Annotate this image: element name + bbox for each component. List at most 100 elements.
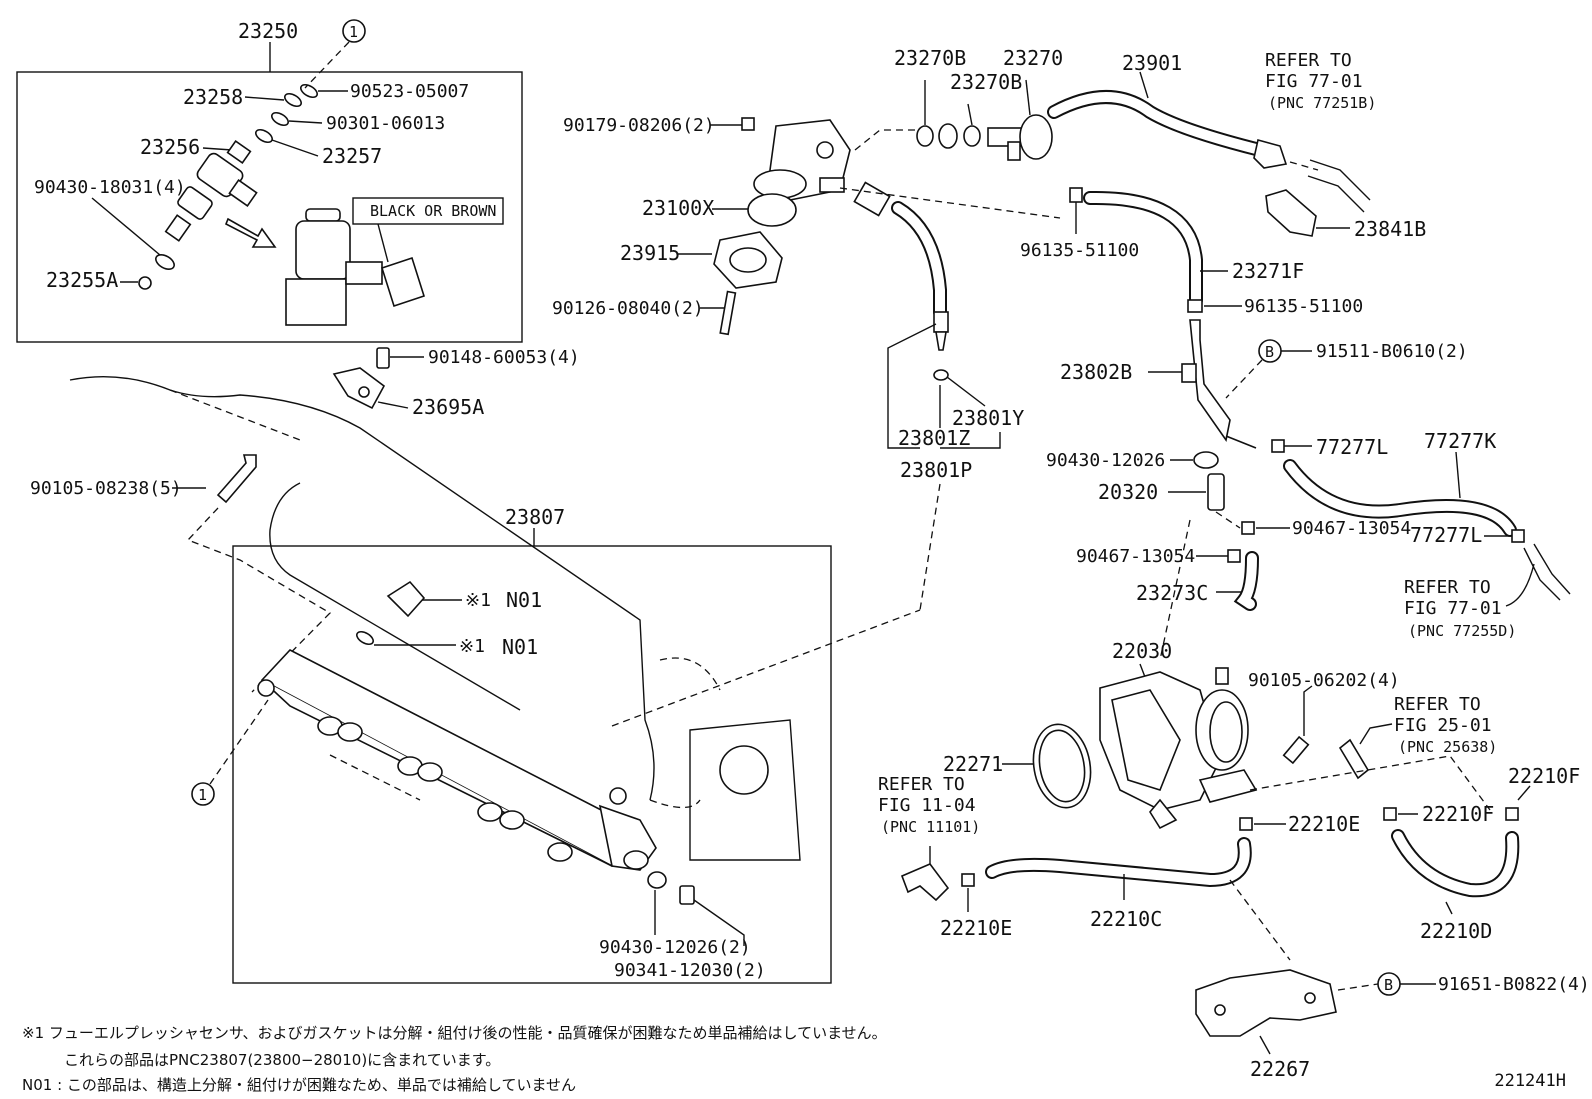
direction-arrow <box>224 217 277 248</box>
label-90179: 90179-08206(2) <box>563 115 715 136</box>
refer-77255D-line2: FIG 77-01 <box>1404 598 1502 619</box>
label-90430-18031: 90430-18031(4) <box>34 177 186 198</box>
label-90126: 90126-08040(2) <box>552 298 704 319</box>
label-77277K: 77277K <box>1424 429 1496 453</box>
throttle-body-22030 <box>1099 667 1258 830</box>
label-23841B: 23841B <box>1354 217 1426 241</box>
o-ring-90301 <box>271 111 289 127</box>
footnote-n01: N01 : この部品は、構造上分解・組付けが困難なため、単品では補給していません <box>22 1076 577 1094</box>
label-23271F: 23271F <box>1232 259 1304 283</box>
label-23901: 23901 <box>1122 51 1182 75</box>
label-23100X: 23100X <box>642 196 714 220</box>
label-23801Z: 23801Z <box>898 426 970 450</box>
label-23270: 23270 <box>1003 46 1063 70</box>
fuel-pressure-sensor <box>386 580 426 618</box>
o-ring-23270B-1 <box>916 125 934 147</box>
label-23807: 23807 <box>505 505 565 529</box>
label-23801P: 23801P <box>900 458 972 482</box>
label-23270B-top: 23270B <box>894 46 966 70</box>
refer-11101-line2: FIG 11-04 <box>878 795 976 816</box>
refer-25638-line2: FIG 25-01 <box>1394 715 1492 736</box>
label-22271: 22271 <box>943 752 1003 776</box>
injector-detail <box>285 208 425 326</box>
reference-circle-b-upper-text: B <box>1265 343 1274 361</box>
intake-manifold-outline <box>69 375 655 801</box>
label-23255A: 23255A <box>46 268 118 292</box>
gasket-22271 <box>1032 723 1092 809</box>
hose-fitting-23901 <box>1253 139 1288 169</box>
refer-25638-line1: REFER TO <box>1394 694 1481 715</box>
gasket-90430-12026 <box>647 871 667 889</box>
clip-77277L-upper <box>1271 439 1285 453</box>
o-ring-90523 <box>300 83 318 99</box>
o-ring-23270B-2 <box>963 125 981 147</box>
ref-pipe-25638 <box>1338 738 1370 780</box>
label-90341: 90341-12030(2) <box>614 960 766 981</box>
label-23250: 23250 <box>238 19 298 43</box>
clip-23255A <box>138 276 152 290</box>
bolt-90105-06202 <box>1282 735 1310 765</box>
label-n01-gasket: N01 <box>502 635 538 659</box>
nut-90179 <box>741 117 755 131</box>
label-23258: 23258 <box>183 85 243 109</box>
pressure-regulator-23270 <box>987 114 1053 161</box>
bolt-90105-08238 <box>216 454 257 504</box>
label-90105-06202: 90105-06202(4) <box>1248 670 1400 691</box>
refer-11101-line3: (PNC 11101) <box>881 818 980 836</box>
refer-77251B-line2: FIG 77-01 <box>1265 71 1363 92</box>
ref-pipe-11101 <box>900 863 950 902</box>
clip-90467-lower <box>1227 549 1241 563</box>
bolt-90341 <box>679 885 695 905</box>
fuel-rail-box <box>232 545 832 984</box>
footnote-2: これらの部品はPNC23807(23800−28010)に含まれています。 <box>64 1051 501 1069</box>
pump-gasket-23915 <box>713 231 783 289</box>
clip-90467-upper <box>1241 521 1255 535</box>
label-90105-08238: 90105-08238(5) <box>30 478 182 499</box>
label-20320: 20320 <box>1098 480 1158 504</box>
asterisk-mark-2: ※1 <box>459 636 485 657</box>
fuel-rail <box>257 649 657 871</box>
stud-90126 <box>719 290 737 336</box>
refer-77255D-line3: (PNC 77255D) <box>1408 622 1516 640</box>
reference-circle-1-lower <box>191 782 215 806</box>
reference-circle-1-lower-text: 1 <box>198 786 207 804</box>
fuel-line-ref-77251B <box>1307 159 1371 213</box>
label-23257: 23257 <box>322 144 382 168</box>
label-22267: 22267 <box>1250 1057 1310 1081</box>
label-22210F-right: 22210F <box>1508 764 1580 788</box>
fuel-line-ref-77255D <box>1523 543 1571 601</box>
label-90523: 90523-05007 <box>350 81 469 102</box>
clip-22210F-right <box>1505 807 1519 821</box>
clip-96135-upper <box>1069 187 1083 203</box>
label-23802B: 23802B <box>1060 360 1132 384</box>
o-ring-90430-18031 <box>155 253 175 271</box>
label-22210C: 22210C <box>1090 907 1162 931</box>
clip-22210E-left <box>961 873 975 887</box>
label-91651: 91651-B0822(4) <box>1438 974 1590 995</box>
label-90430-12026-single: 90430-12026 <box>1046 450 1165 471</box>
collar-23270B <box>938 123 958 149</box>
clip-22210E-right <box>1239 817 1253 831</box>
black-or-brown-note: BLACK OR BROWN <box>370 202 496 220</box>
label-90467-lower: 90467-13054 <box>1076 546 1195 567</box>
fuel-pump-23100X <box>747 119 851 227</box>
gasket-90430-12026-single <box>1193 451 1219 469</box>
footnote-1: ※1 フューエルプレッシャセンサ、およびガスケットは分解・組付け後の性能・品質確… <box>22 1024 887 1042</box>
refer-77251B-line1: REFER TO <box>1265 50 1352 71</box>
label-n01-sensor: N01 <box>506 588 542 612</box>
line-fitting <box>853 181 891 217</box>
reference-circle-b-lower-text: B <box>1384 976 1393 994</box>
label-22210F-left: 22210F <box>1422 802 1494 826</box>
label-23270B-mid: 23270B <box>950 70 1022 94</box>
clip-77277L-lower <box>1511 529 1525 543</box>
label-96135-lower: 96135-51100 <box>1244 296 1363 317</box>
refer-11101-line1: REFER TO <box>878 774 965 795</box>
refer-25638-line3: (PNC 25638) <box>1398 738 1497 756</box>
label-91511: 91511-B0610(2) <box>1316 341 1468 362</box>
reference-circle-1-text: 1 <box>349 23 358 41</box>
label-96135-upper: 96135-51100 <box>1020 240 1139 261</box>
label-90467-upper: 90467-13054 <box>1292 518 1411 539</box>
union-20320 <box>1207 473 1225 511</box>
label-22210E-right: 22210E <box>1288 812 1360 836</box>
